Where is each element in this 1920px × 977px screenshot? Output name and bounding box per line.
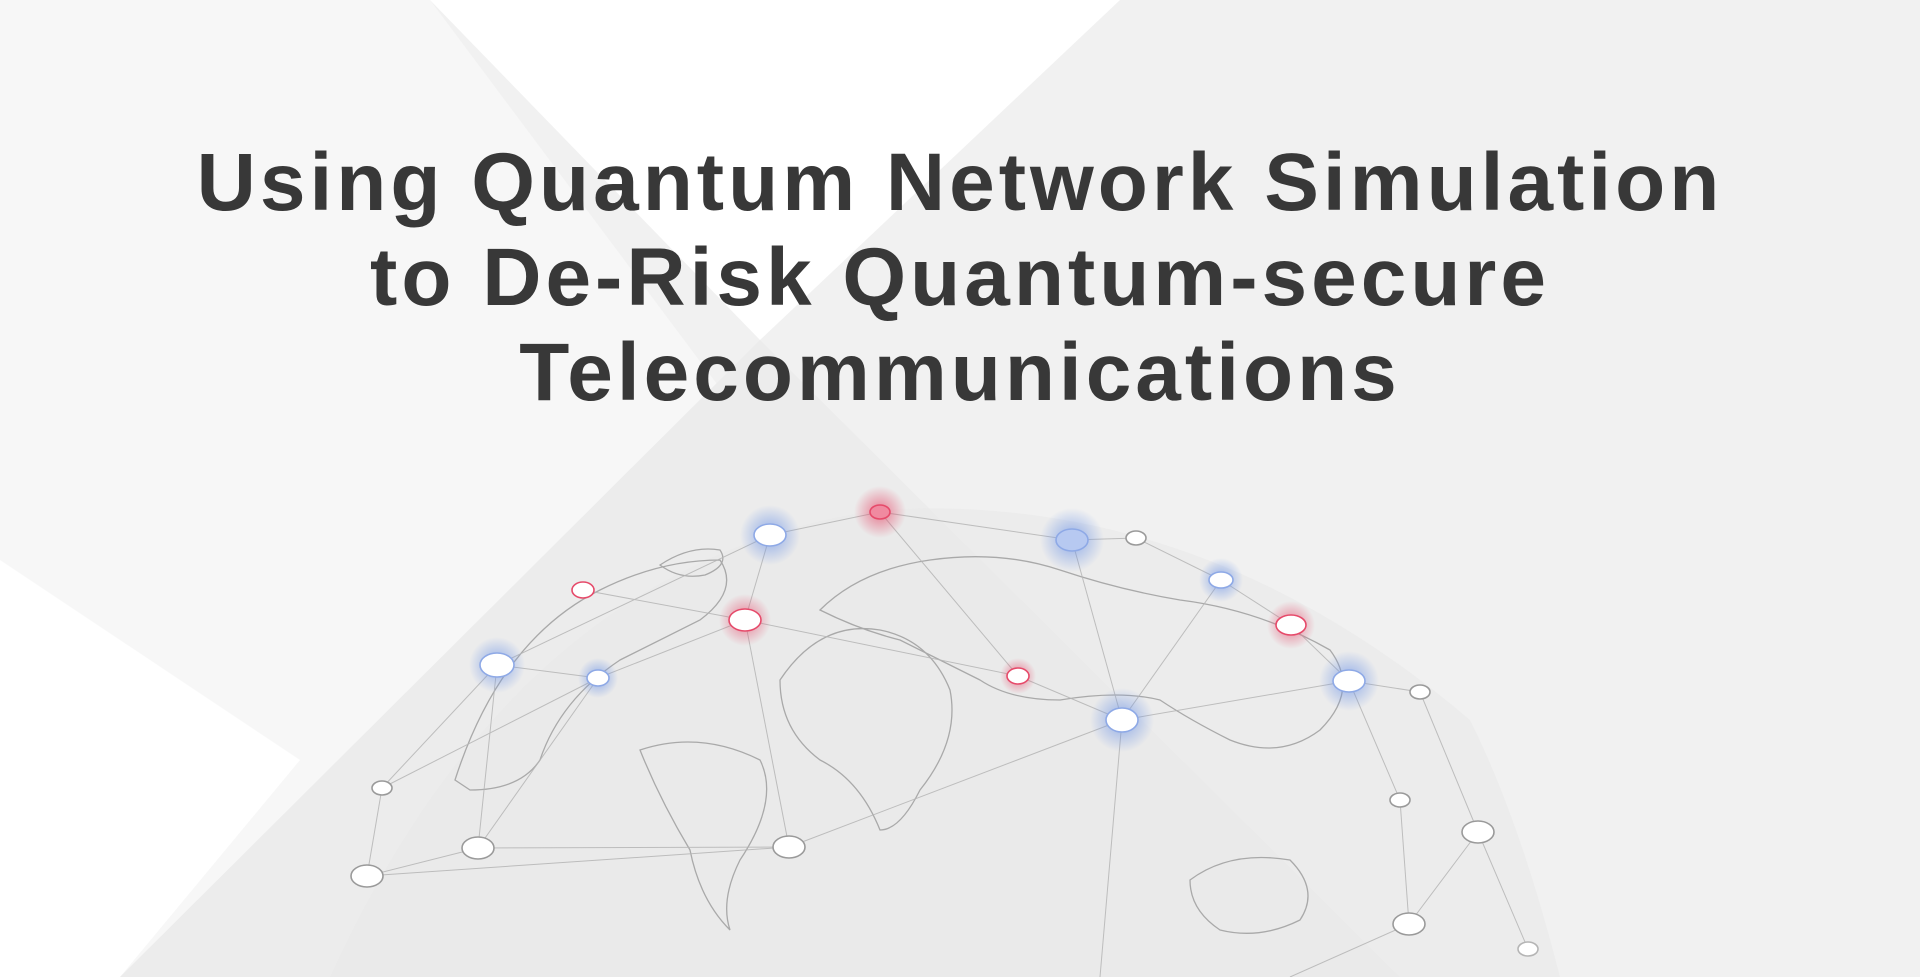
australia-outline bbox=[1189, 856, 1309, 934]
network-node-icon bbox=[1006, 667, 1030, 685]
network-node-icon bbox=[1208, 571, 1234, 589]
title-line-3: Telecommunications bbox=[519, 327, 1401, 418]
network-node-icon bbox=[350, 864, 384, 888]
network-node-icon bbox=[1275, 614, 1307, 636]
background-white-triangle-left bbox=[0, 560, 300, 977]
south-america-outline bbox=[639, 741, 768, 931]
greenland-outline bbox=[658, 548, 724, 577]
network-node-icon bbox=[1125, 530, 1147, 546]
network-node-icon bbox=[371, 780, 393, 796]
network-node-icon bbox=[1392, 912, 1426, 936]
globe-body bbox=[330, 508, 1560, 977]
network-node-icon bbox=[586, 669, 610, 687]
network-node-icon bbox=[1409, 684, 1431, 700]
network-node-icon bbox=[1461, 820, 1495, 844]
network-node-icon bbox=[728, 608, 762, 632]
slide-title: Using Quantum Network Simulation to De-R… bbox=[0, 135, 1920, 420]
network-node-icon bbox=[772, 835, 806, 859]
network-node-icon bbox=[1332, 669, 1366, 693]
network-node-icon bbox=[479, 652, 515, 678]
network-node-icon bbox=[571, 581, 595, 599]
africa-outline bbox=[779, 627, 953, 831]
network-node-icon bbox=[1389, 792, 1411, 808]
network-node-icon bbox=[869, 504, 891, 520]
network-node-icon bbox=[461, 836, 495, 860]
network-node-icon bbox=[753, 523, 787, 547]
network-nodes bbox=[350, 504, 1539, 957]
network-node-icon bbox=[1517, 941, 1539, 957]
network-node-icon bbox=[1055, 528, 1089, 552]
title-line-2: to De-Risk Quantum-secure bbox=[370, 232, 1550, 323]
eurasia-outline bbox=[818, 556, 1344, 749]
title-line-1: Using Quantum Network Simulation bbox=[196, 137, 1724, 228]
network-node-icon bbox=[1105, 707, 1139, 733]
background-white-triangle-top bbox=[430, 0, 1120, 340]
